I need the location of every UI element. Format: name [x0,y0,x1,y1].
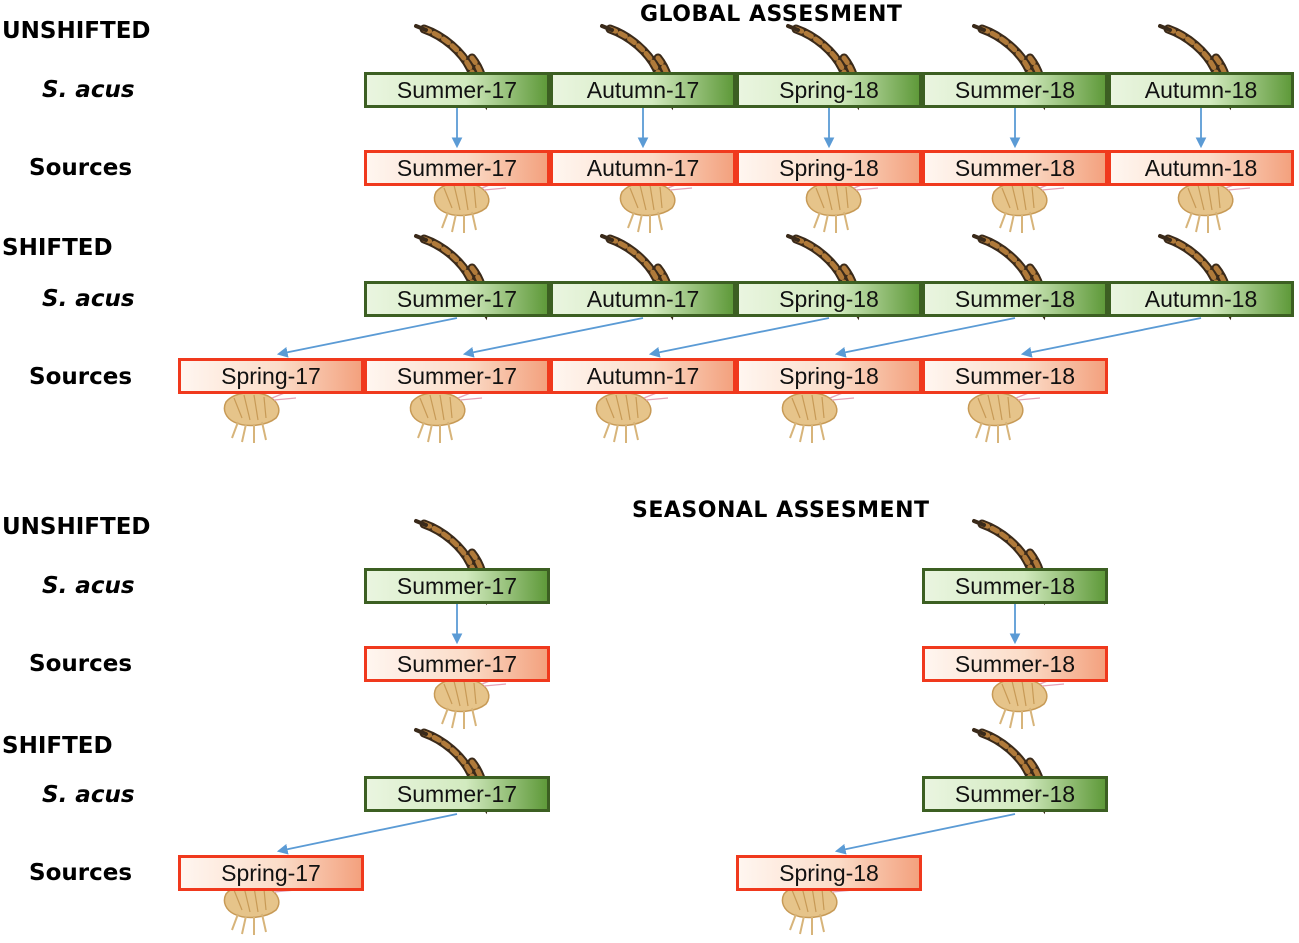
seasonal-unshifted-label: UNSHIFTED [2,514,151,540]
global-assessment-heading: GLOBAL ASSESMENT [640,2,903,27]
global-shifted-sources-box-0: Spring-17 [178,358,364,394]
global-shifted-sources-box-2: Autumn-17 [550,358,736,394]
seasonal-unshifted-sources-box-1: Summer-18 [922,646,1108,682]
global-unshifted-species-box-2: Spring-18 [736,72,922,108]
global-shifted-arrow-2 [648,317,830,358]
seasonal-unshifted-sources-box-0: Summer-17 [364,646,550,682]
global-shifted-arrow-0 [276,317,458,358]
global-unshifted-sources-box-2: Spring-18 [736,150,922,186]
global-shifted-sources-box-3: Spring-18 [736,358,922,394]
global-unshifted-species-box-4: Autumn-18 [1108,72,1294,108]
seasonal-shifted-species-box-1: Summer-18 [922,776,1108,812]
global-shifted-species-label: S. acus [42,286,135,312]
global-unshifted-sources-amphipod-icon-4 [1177,179,1251,234]
global-unshifted-sources-amphipod-icon-1 [619,179,693,234]
seasonal-shifted-label: SHIFTED [2,733,113,759]
global-unshifted-sources-amphipod-icon-3 [991,179,1065,234]
global-unshifted-species-box-0: Summer-17 [364,72,550,108]
seasonal-shifted-sources-box-0: Spring-17 [178,855,364,891]
global-shifted-sources-amphipod-icon-2 [595,389,669,444]
global-shifted-species-box-3: Summer-18 [922,281,1108,317]
seasonal-unshifted-species-label: S. acus [42,573,135,599]
global-unshifted-species-box-1: Autumn-17 [550,72,736,108]
global-shifted-species-box-4: Autumn-18 [1108,281,1294,317]
global-shifted-sources-label: Sources [29,364,133,390]
global-shifted-arrow-4 [1020,317,1202,358]
global-shifted-arrow-1 [462,317,644,358]
global-shifted-arrow-3 [834,317,1016,358]
global-shifted-sources-amphipod-icon-0 [223,389,297,444]
global-shifted-species-box-1: Autumn-17 [550,281,736,317]
seasonal-shifted-sources-label: Sources [29,860,133,886]
seasonal-shifted-arrow-0 [276,813,458,855]
seasonal-shifted-species-label: S. acus [42,782,135,808]
global-unshifted-species-box-3: Summer-18 [922,72,1108,108]
seasonal-assessment-heading: SEASONAL ASSESMENT [632,498,930,523]
global-shifted-sources-amphipod-icon-3 [781,389,855,444]
global-shifted-species-box-0: Summer-17 [364,281,550,317]
seasonal-unshifted-species-box-0: Summer-17 [364,568,550,604]
seasonal-unshifted-sources-amphipod-icon-1 [991,675,1065,730]
global-shifted-sources-box-4: Summer-18 [922,358,1108,394]
global-shifted-label: SHIFTED [2,235,113,261]
global-unshifted-sources-box-3: Summer-18 [922,150,1108,186]
global-unshifted-sources-box-1: Autumn-17 [550,150,736,186]
seasonal-shifted-arrow-1 [834,813,1016,855]
seasonal-unshifted-sources-label: Sources [29,651,133,677]
global-unshifted-species-label: S. acus [42,77,135,103]
seasonal-shifted-sources-box-1: Spring-18 [736,855,922,891]
global-unshifted-sources-amphipod-icon-0 [433,179,507,234]
global-unshifted-sources-amphipod-icon-2 [805,179,879,234]
global-shifted-sources-box-1: Summer-17 [364,358,550,394]
seasonal-unshifted-sources-amphipod-icon-0 [433,675,507,730]
arrows-layer [276,108,1207,855]
global-unshifted-sources-box-0: Summer-17 [364,150,550,186]
global-unshifted-label: UNSHIFTED [2,18,151,44]
seasonal-unshifted-species-box-1: Summer-18 [922,568,1108,604]
global-unshifted-sources-label: Sources [29,155,133,181]
global-shifted-sources-amphipod-icon-1 [409,389,483,444]
global-unshifted-sources-box-4: Autumn-18 [1108,150,1294,186]
global-shifted-sources-amphipod-icon-4 [967,389,1041,444]
global-shifted-species-box-2: Spring-18 [736,281,922,317]
seasonal-shifted-species-box-0: Summer-17 [364,776,550,812]
